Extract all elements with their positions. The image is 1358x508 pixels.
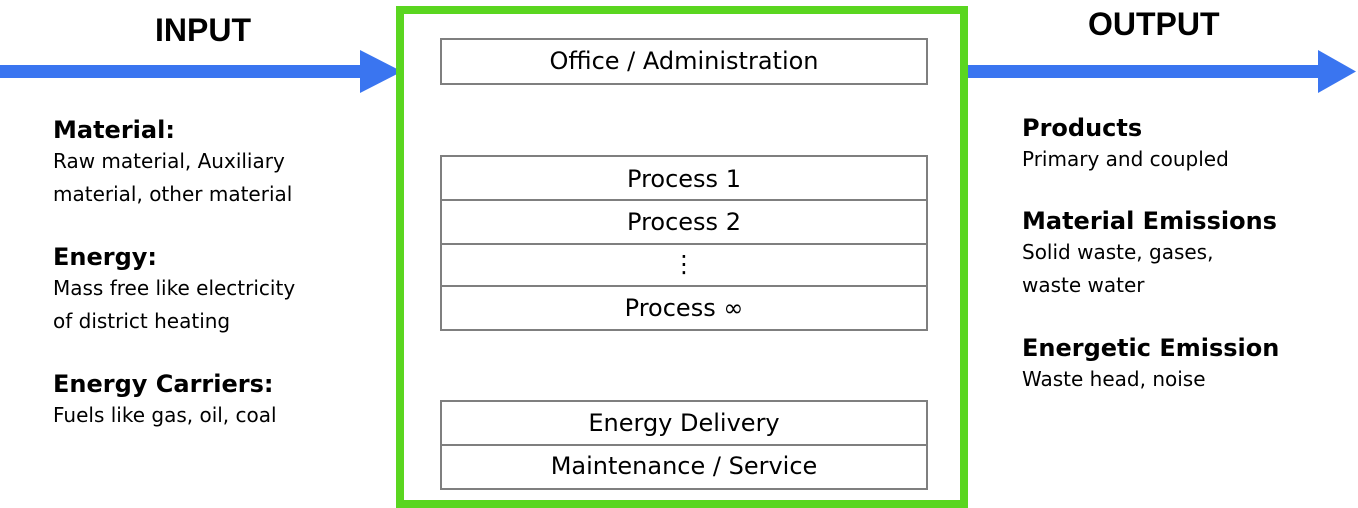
output-heading-products: Products [1022,114,1143,142]
support-stack: Energy Delivery Maintenance / Service [440,400,928,490]
input-group-material: Material: Raw material, Auxiliary materi… [53,115,393,211]
input-heading-energy-carriers: Energy Carriers: [53,370,274,398]
output-group-energetic-emission: Energetic Emission Waste head, noise [1022,333,1358,396]
input-text-energy-carriers: Fuels like gas, oil, coal [53,403,277,427]
system-boundary-box: Office / Administration Process 1 Proces… [396,6,968,508]
office-administration-unit: Office / Administration [440,38,928,85]
output-group-products: Products Primary and coupled [1022,113,1358,176]
output-text-products: Primary and coupled [1022,147,1229,171]
process-row: Process ∞ [624,294,744,322]
process-ellipsis-row: ⋮ [442,245,926,287]
output-heading-material-emissions: Material Emissions [1022,207,1277,235]
process-stack: Process 1 Process 2 ⋮ Process ∞ [440,155,928,331]
process-row: Process 2 [442,201,926,245]
input-text-energy: Mass free like electricity of district h… [53,276,296,333]
input-heading-energy: Energy: [53,243,158,271]
output-group-material-emissions: Material Emissions Solid waste, gases, w… [1022,206,1358,302]
output-text-energetic-emission: Waste head, noise [1022,367,1206,391]
output-heading-energetic-emission: Energetic Emission [1022,334,1280,362]
input-title: INPUT [155,12,251,48]
energy-delivery-unit: Energy Delivery [442,402,926,446]
output-text-material-emissions: Solid waste, gases, waste water [1022,240,1214,297]
input-heading-material: Material: [53,116,175,144]
input-group-energy: Energy: Mass free like electricity of di… [53,242,393,338]
input-group-energy-carriers: Energy Carriers: Fuels like gas, oil, co… [53,369,393,432]
process-row: Process 1 [442,157,926,201]
input-arrow [0,50,402,93]
maintenance-service-unit: Maintenance / Service [550,452,818,480]
output-arrow [956,50,1356,93]
input-text-material: Raw material, Auxiliary material, other … [53,149,293,206]
output-title: OUTPUT [1088,6,1220,42]
